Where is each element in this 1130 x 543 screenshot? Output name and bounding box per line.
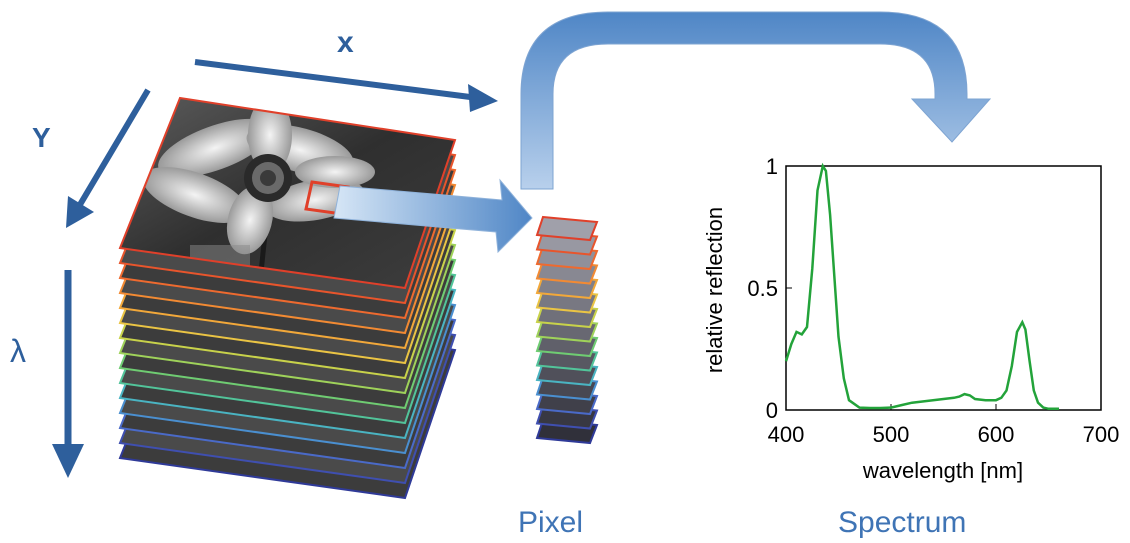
y-ticks: 00.51 (747, 154, 792, 423)
y-axis-label: Y (32, 122, 51, 153)
curved-arrow (520, 11, 992, 190)
x-tick-label: 700 (1083, 422, 1120, 447)
pixel-caption: Pixel (518, 506, 583, 539)
x-tick-label: 600 (978, 422, 1015, 447)
x-axis-title: wavelength [nm] (862, 458, 1023, 483)
x-ticks: 400 500 600 700 (768, 404, 1120, 447)
spectrum-caption: Spectrum (838, 506, 966, 539)
y-axis-title: relative reflection (702, 207, 727, 373)
x-axis-label: x (337, 26, 354, 59)
y-tick-label: 1 (766, 154, 778, 179)
x-tick-label: 500 (873, 422, 910, 447)
y-axis-arrow (66, 88, 151, 228)
x-tick-label: 400 (768, 422, 805, 447)
pixel-spectrum-stack (535, 215, 599, 445)
x-axis-arrow (194, 59, 498, 112)
y-tick-label: 0.5 (747, 276, 778, 301)
spectrum-line (784, 162, 1059, 411)
y-tick-label: 0 (766, 398, 778, 423)
plot-frame (785, 165, 1102, 411)
lambda-axis-label: λ (10, 333, 26, 369)
pixel-arrow (333, 178, 533, 254)
lambda-axis-arrow (52, 270, 84, 478)
pixel-layer (535, 215, 599, 242)
